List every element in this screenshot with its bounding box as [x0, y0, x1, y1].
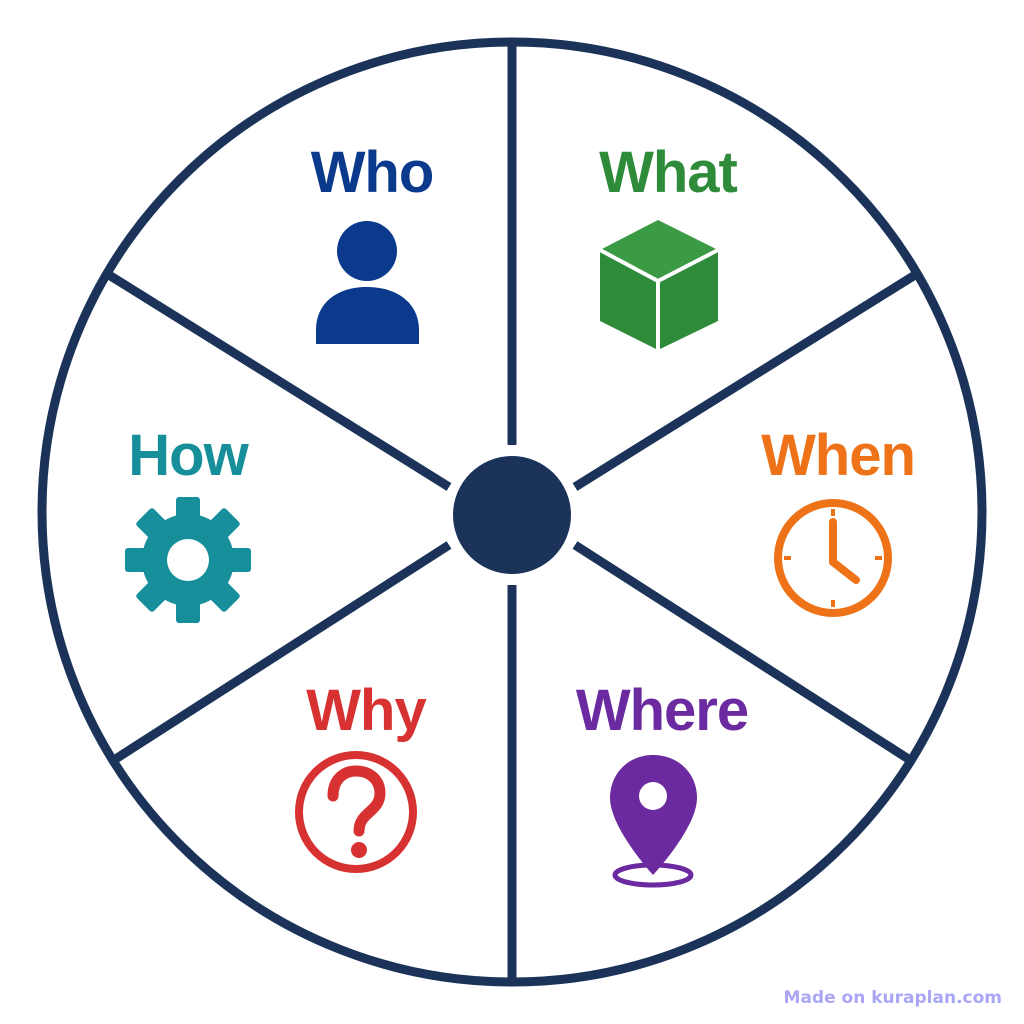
watermark: Made on kuraplan.com: [783, 988, 1002, 1008]
clock-icon: [774, 499, 892, 617]
location-pin-icon: [610, 755, 697, 888]
wheel-hub: [453, 456, 571, 574]
segment-label-why: Why: [306, 678, 426, 743]
segment-label-what: What: [599, 140, 737, 205]
segment-label-who: Who: [311, 140, 434, 205]
person-icon: [316, 221, 419, 344]
segment-label-where: Where: [576, 678, 748, 743]
spoke-upper-left: [106, 271, 452, 491]
cube-icon: [599, 220, 719, 350]
question-circle-icon: [295, 751, 417, 873]
spoke-lower-left: [111, 541, 452, 764]
segment-label-how: How: [128, 423, 249, 488]
spoke-lower-right: [572, 541, 913, 764]
gear-icon: [125, 497, 251, 623]
spoke-upper-right: [572, 271, 918, 491]
segment-label-when: When: [761, 423, 915, 488]
